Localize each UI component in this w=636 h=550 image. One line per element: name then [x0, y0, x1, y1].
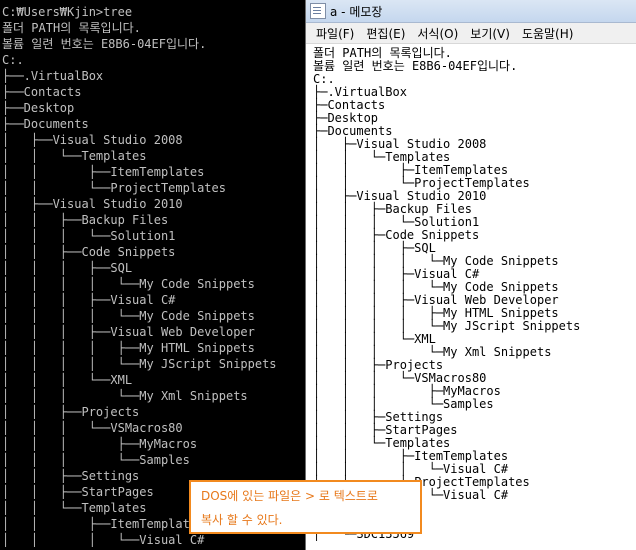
console-line: │ │ ├──Backup Files: [2, 213, 169, 227]
notepad-text-line: │ │ ├─ItemTemplates: [313, 449, 509, 463]
console-line: │ │ │ └──Samples: [2, 453, 190, 467]
notepad-text-line: │ │ ├─Backup Files: [313, 202, 472, 216]
console-line: │ │ ├──ItemTemplates: [2, 165, 205, 179]
notepad-text-line: │ │ ├─Projects: [313, 358, 444, 372]
console-line: ├──.VirtualBox: [2, 69, 104, 83]
console-line: 볼륨 일련 번호는 E8B6-04EF입니다.: [2, 37, 207, 51]
console-line: │ │ │ ├──SQL: [2, 261, 133, 275]
notepad-text-line: ├─Documents: [313, 124, 393, 138]
menu-file[interactable]: 파일(F): [316, 26, 355, 41]
notepad-text-line: 볼륨 일련 번호는 E8B6-04EF입니다.: [313, 59, 518, 73]
console-line: │ │ └──ProjectTemplates: [2, 181, 226, 195]
console-line: │ │ ├──Settings: [2, 469, 140, 483]
notepad-icon: [310, 3, 326, 19]
console-line: │ │ │ └──VSMacros80: [2, 421, 183, 435]
callout-line-2: 복사 할 수 있다.: [201, 513, 283, 527]
console-line: ├──Desktop: [2, 101, 75, 115]
notepad-text-line: │ │ │ └─VSMacros80: [313, 371, 487, 385]
console-line: │ │ │ │ └──My JScript Snippets: [2, 357, 277, 371]
menu-help[interactable]: 도움말(H): [521, 26, 574, 41]
console-line: │ │ ├──Projects: [2, 405, 140, 419]
notepad-menubar: 파일(F) 편집(E) 서식(O) 보기(V) 도움말(H): [306, 23, 636, 44]
console-line: │ │ └──Templates: [2, 501, 147, 515]
console-line: │ │ │ ├──MyMacros: [2, 437, 198, 451]
console-line: │ │ └──Templates: [2, 149, 147, 163]
console-line: 폴더 PATH의 목록입니다.: [2, 21, 141, 35]
console-line: │ │ │ ├──Visual C#: [2, 293, 176, 307]
notepad-text-line: │ │ ├─StartPages: [313, 423, 458, 437]
console-line: │ │ │ │ ├──My HTML Snippets: [2, 341, 255, 355]
notepad-text-line: ├─Contacts: [313, 98, 386, 112]
console-line: │ │ ├──StartPages: [2, 485, 154, 499]
notepad-text-line: │ │ │ ├─Visual Web Developer: [313, 293, 559, 307]
notepad-text-line: │ │ │ │ └─My Code Snippets: [313, 280, 559, 294]
notepad-text-line: │ │ └─Templates: [313, 150, 451, 164]
notepad-text-line: │ │ ├─Code Snippets: [313, 228, 480, 242]
notepad-text-line: │ │ │ │ └─My Code Snippets: [313, 254, 559, 268]
menu-format[interactable]: 서식(O): [417, 26, 459, 41]
console-line: │ │ │ └──XML: [2, 373, 133, 387]
notepad-text-line: │ │ │ │ ├─My HTML Snippets: [313, 306, 559, 320]
notepad-text-line: │ │ └─ProjectTemplates: [313, 176, 530, 190]
console-line: C:.: [2, 53, 24, 67]
console-line: ├──Contacts: [2, 85, 82, 99]
console-line: ├──Documents: [2, 117, 89, 131]
notepad-window[interactable]: a - 메모장 파일(F) 편집(E) 서식(O) 보기(V) 도움말(H) 폴…: [305, 0, 636, 550]
menu-edit[interactable]: 편집(E): [366, 26, 406, 41]
notepad-text-line: │ │ │ └─Samples: [313, 397, 494, 411]
notepad-text-line: │ │ │ └─Visual C#: [313, 462, 509, 476]
notepad-title: a - 메모장: [330, 4, 383, 19]
notepad-text-line: │ │ │ └─XML: [313, 332, 436, 346]
annotation-callout: DOS에 있는 파일은 > 로 텍스트로 복사 할 수 있다.: [189, 480, 422, 534]
notepad-text-line: C:.: [313, 72, 335, 86]
notepad-text-line: │ │ ├─ItemTemplates: [313, 163, 509, 177]
notepad-text-line: │ │ │ └─My Xml Snippets: [313, 345, 552, 359]
console-line: │ │ ├──ItemTemplates: [2, 517, 205, 531]
console-line: │ ├──Visual Studio 2010: [2, 197, 183, 211]
notepad-text-line: ├─.VirtualBox: [313, 85, 407, 99]
callout-line-1: DOS에 있는 파일은 > 로 텍스트로: [201, 489, 378, 503]
notepad-text-area[interactable]: 폴더 PATH의 목록입니다.볼륨 일련 번호는 E8B6-04EF입니다.C:…: [306, 44, 636, 541]
console-line: │ │ ├──Code Snippets: [2, 245, 176, 259]
notepad-text-line: │ │ ├─Settings: [313, 410, 444, 424]
notepad-text-line: 폴더 PATH의 목록입니다.: [313, 46, 452, 60]
console-line: │ │ │ └──My Xml Snippets: [2, 389, 248, 403]
notepad-text-line: │ │ │ ├─SQL: [313, 241, 436, 255]
notepad-text-line: │ │ │ │ └─My JScript Snippets: [313, 319, 581, 333]
console-line: C:₩Users₩Kjin>tree: [2, 5, 133, 19]
notepad-text-line: │ ├─Visual Studio 2010: [313, 189, 487, 203]
notepad-text-line: │ │ └─Templates: [313, 436, 451, 450]
console-line: │ │ │ └──Solution1: [2, 229, 176, 243]
notepad-text-line: │ │ │ ├─Visual C#: [313, 267, 480, 281]
notepad-text-line: │ │ │ ├─MyMacros: [313, 384, 501, 398]
console-line: │ │ │ ├──Visual Web Developer: [2, 325, 255, 339]
console-line: │ ├──Visual Studio 2008: [2, 133, 183, 147]
console-window[interactable]: C:₩Users₩Kjin>tree 폴더 PATH의 목록입니다. 볼륨 일련 번…: [0, 0, 305, 550]
console-line: │ │ │ │ └──My Code Snippets: [2, 309, 255, 323]
notepad-text-line: │ │ │ └─Solution1: [313, 215, 480, 229]
notepad-text-line: │ ├─Visual Studio 2008: [313, 137, 487, 151]
notepad-titlebar[interactable]: a - 메모장: [306, 0, 636, 23]
menu-view[interactable]: 보기(V): [470, 26, 510, 41]
console-line: │ │ │ │ └──My Code Snippets: [2, 277, 255, 291]
notepad-text-line: ├─Desktop: [313, 111, 379, 125]
console-line: │ │ │ └──Visual C#: [2, 533, 205, 547]
